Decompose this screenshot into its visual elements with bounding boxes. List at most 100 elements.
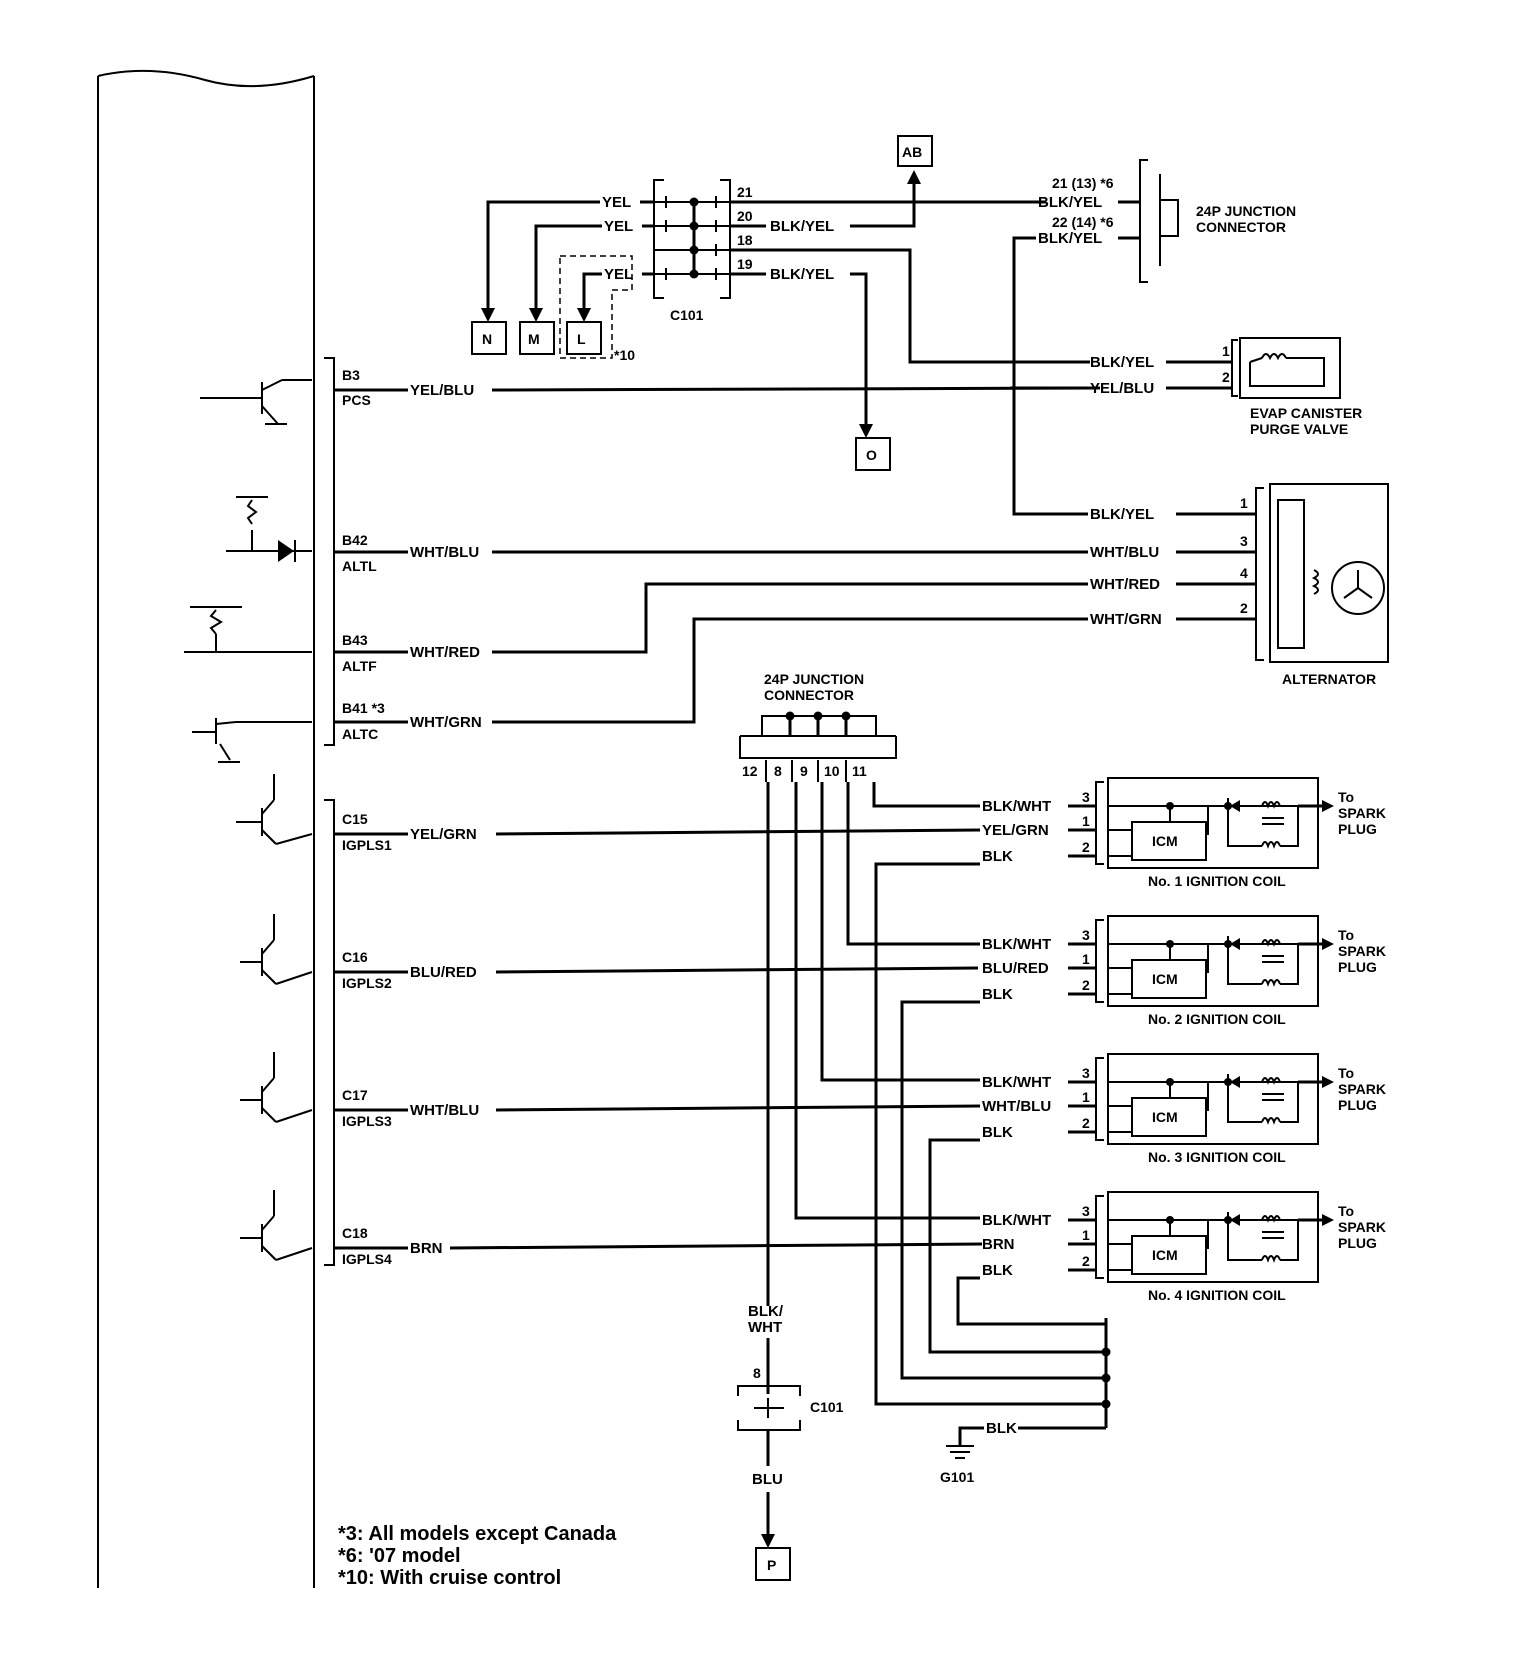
jc-mid-pin-12: 12: [742, 763, 758, 779]
wire-label-wht-grn-altc: WHT/GRN: [410, 714, 482, 731]
connector-bracket-b: [324, 357, 335, 746]
ground-bus: BLK G101: [874, 862, 1111, 1485]
coil-wire-label: BLK/WHT: [982, 1212, 1051, 1229]
c101-top-label: C101: [670, 307, 704, 323]
coil-pin-number: 1: [1082, 1089, 1090, 1105]
evap-wire-2: YEL/BLU: [1090, 380, 1154, 397]
c101-connector-bottom: 8 C101 BLU: [737, 1365, 844, 1548]
jc-top-name-2: CONNECTOR: [1196, 219, 1286, 235]
c101-pin-21: 21: [737, 184, 753, 200]
wire-label-blk-yel-19: BLK/YEL: [770, 266, 834, 283]
alternator-name: ALTERNATOR: [1282, 671, 1376, 687]
to-spark-plug-label: SPARK: [1338, 805, 1386, 821]
altl-diode-symbol: [226, 496, 312, 562]
to-spark-plug-label: To: [1338, 789, 1354, 805]
coil-pin-number: 2: [1082, 1253, 1090, 1269]
coil-wire-label: BLK: [982, 1262, 1013, 1279]
ignition-coil-name: No. 3 IGNITION COIL: [1148, 1149, 1286, 1165]
jc-top-pin-22: 22 (14) *6: [1052, 214, 1114, 230]
alternator: BLK/YEL WHT/BLU WHT/RED WHT/GRN 1 3 4 2 …: [1090, 483, 1389, 687]
to-spark-plug-label: PLUG: [1338, 1097, 1377, 1113]
dest-p: P: [767, 1557, 776, 1573]
connector-bracket-c: [324, 799, 335, 1266]
coil-pin-number: 3: [1082, 1065, 1090, 1081]
alt-wire-1: BLK/YEL: [1090, 506, 1154, 523]
pin-b41-label: B41 *3: [342, 700, 385, 716]
junction-connector-24p-middle: 24P JUNCTION CONNECTOR 12 8 9 10 11: [739, 671, 897, 782]
coil-wire-label: BLK/WHT: [982, 936, 1051, 953]
ground-g101: G101: [940, 1469, 974, 1485]
pin-b41-signal: ALTC: [342, 726, 378, 742]
pin-c16-signal: IGPLS2: [342, 975, 392, 991]
jc-top-name-1: 24P JUNCTION: [1196, 203, 1296, 219]
wire-label-yel-m: YEL: [604, 218, 633, 235]
alt-pin-3: 3: [1240, 533, 1248, 549]
to-spark-plug-label: SPARK: [1338, 943, 1386, 959]
evap-pin-2: 2: [1222, 369, 1230, 385]
alt-wire-3: WHT/BLU: [1090, 544, 1159, 561]
wire-label-brn-igpls4: BRN: [410, 1240, 443, 1257]
pin-c16-label: C16: [342, 949, 368, 965]
wire-label-wht-blu-altl: WHT/BLU: [410, 544, 479, 561]
pin-b3-label: B3: [342, 367, 360, 383]
altc-driver-transistor-symbol: [192, 718, 312, 763]
coil-wire-label: BLK: [982, 1124, 1013, 1141]
to-spark-plug-label: To: [1338, 927, 1354, 943]
c101-pin-19: 19: [737, 256, 753, 272]
c101-left-wires: YEL YEL YEL *10: [481, 194, 654, 363]
footnote-3: *3: All models except Canada: [338, 1523, 617, 1545]
destination-boxes: N M L O AB P: [471, 135, 933, 1581]
coil-pin-number: 1: [1082, 951, 1090, 967]
dest-n: N: [482, 331, 492, 347]
note-ref-10: *10: [614, 347, 635, 363]
altf-resistor-symbol: [184, 606, 312, 653]
dest-o: O: [866, 447, 877, 463]
alt-pin-1: 1: [1240, 495, 1248, 511]
icm-label: ICM: [1152, 1109, 1178, 1125]
dest-ab: AB: [902, 144, 922, 160]
ignition-coil-name: No. 4 IGNITION COIL: [1148, 1287, 1286, 1303]
ecm-pin-labels: B3 PCS B42 ALTL B43 ALTF B41 *3 ALTC C15…: [342, 367, 392, 1267]
to-spark-plug-label: SPARK: [1338, 1219, 1386, 1235]
c101-bottom-pin-8: 8: [753, 1365, 761, 1381]
coil-wire-label: BLK: [982, 986, 1013, 1003]
pcs-driver-transistor-symbol: [200, 379, 312, 425]
dest-m: M: [528, 331, 540, 347]
coil-pin-number: 3: [1082, 927, 1090, 943]
jc-mid-pin-10: 10: [824, 763, 840, 779]
wire-label-blk-wht-2: WHT: [748, 1319, 782, 1336]
wire-label-wht-red-altf: WHT/RED: [410, 644, 480, 661]
alt-pin-2: 2: [1240, 600, 1248, 616]
junction-wires: BLK/ WHT: [748, 782, 980, 1394]
coil-pin-number: 2: [1082, 839, 1090, 855]
coil-pin-number: 2: [1082, 977, 1090, 993]
junction-connector-24p-top: 21 (13) *6 BLK/YEL 22 (14) *6 BLK/YEL 24…: [1012, 159, 1296, 516]
alt-wire-4: WHT/RED: [1090, 576, 1160, 593]
igpls-driver-transistor-symbols: [236, 774, 313, 1261]
pin-b3-signal: PCS: [342, 392, 371, 408]
evap-pin-1: 1: [1222, 343, 1230, 359]
coil-wire-label: WHT/BLU: [982, 1098, 1051, 1115]
coil-wire-label: BLU/RED: [982, 960, 1049, 977]
coil-pin-number: 1: [1082, 813, 1090, 829]
ignition-coil-name: No. 1 IGNITION COIL: [1148, 873, 1286, 889]
coil-wire-label: BLK/WHT: [982, 798, 1051, 815]
evap-name-2: PURGE VALVE: [1250, 421, 1348, 437]
pin-c18-signal: IGPLS4: [342, 1251, 392, 1267]
jc-mid-name-2: CONNECTOR: [764, 687, 854, 703]
coil-pin-number: 2: [1082, 1115, 1090, 1131]
wire-label-wht-blu-igpls3: WHT/BLU: [410, 1102, 479, 1119]
jc-top-pin-21: 21 (13) *6: [1052, 175, 1114, 191]
wire-label-yel-n: YEL: [602, 194, 631, 211]
wire-label-yel-blu-ecm: YEL/BLU: [410, 382, 474, 399]
wire-label-blu: BLU: [752, 1471, 783, 1488]
jc-mid-name-1: 24P JUNCTION: [764, 671, 864, 687]
coil-wire-label: YEL/GRN: [982, 822, 1049, 839]
coil-pin-number: 3: [1082, 789, 1090, 805]
pin-c15-label: C15: [342, 811, 368, 827]
c101-pin-18: 18: [737, 232, 753, 248]
pin-b42-signal: ALTL: [342, 558, 377, 574]
icm-label: ICM: [1152, 1247, 1178, 1263]
